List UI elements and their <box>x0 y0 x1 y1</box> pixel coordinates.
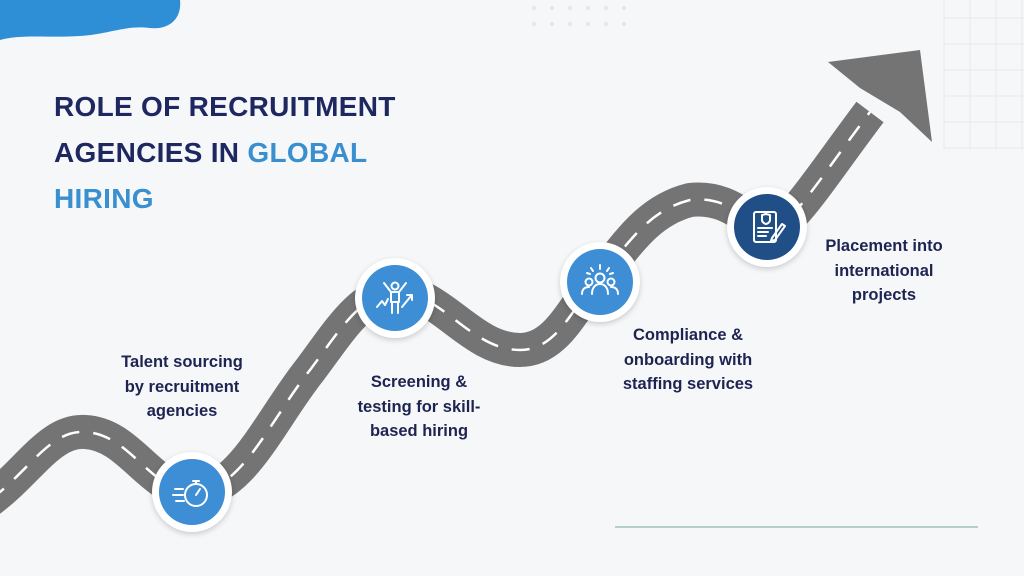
step-node-3 <box>560 242 640 322</box>
step-node-4-inner <box>734 194 800 260</box>
step-node-1-inner <box>159 459 225 525</box>
corner-grid <box>943 0 1024 150</box>
step-node-4 <box>727 187 807 267</box>
page-title: ROLE OF RECRUITMENT AGENCIES IN GLOBAL H… <box>54 84 474 222</box>
title-line-2: AGENCIES IN GLOBAL <box>54 130 474 176</box>
top-left-blob <box>0 0 181 40</box>
dot-grid <box>532 6 626 26</box>
stopwatch-icon <box>172 480 208 507</box>
document-check-icon <box>753 211 786 243</box>
team-icon <box>581 264 619 295</box>
step-label-4: Placement into international projects <box>825 237 943 304</box>
step-label-1: Talent sourcing by recruitment agencies <box>121 353 243 420</box>
person-growth-icon <box>376 281 413 314</box>
title-accent-global: GLOBAL <box>247 137 368 168</box>
step-label-2: Screening & testing for skill-based hiri… <box>357 373 481 440</box>
step-node-2 <box>355 258 435 338</box>
step-node-3-inner <box>567 249 633 315</box>
step-node-1 <box>152 452 232 532</box>
title-line-3: HIRING <box>54 183 154 214</box>
step-label-3: Compliance & onboarding with staffing se… <box>622 326 754 393</box>
arrow-head <box>828 50 932 142</box>
title-line-1: ROLE OF RECRUITMENT <box>54 91 396 122</box>
step-node-2-inner <box>362 265 428 331</box>
title-line-2-text: AGENCIES IN <box>54 137 248 168</box>
